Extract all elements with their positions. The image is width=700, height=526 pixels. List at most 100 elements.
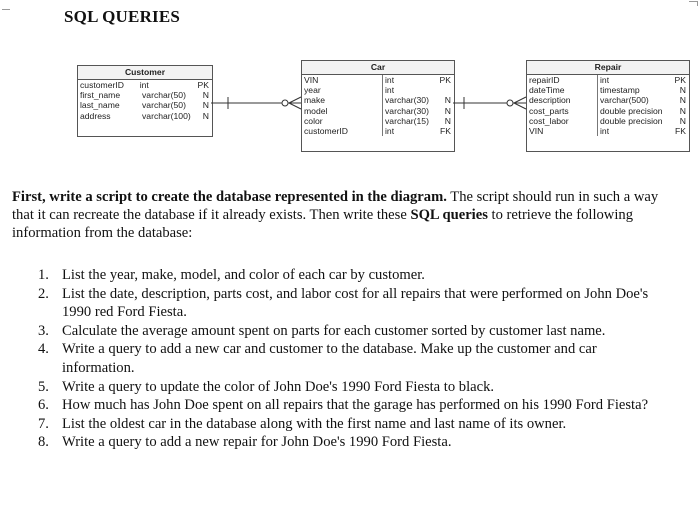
repair-column-name-row: cost_parts (529, 106, 597, 116)
column-type: int (139, 80, 149, 90)
customer-column-row: customerID int PK (78, 80, 212, 90)
column-type: double precision (600, 115, 663, 126)
column-type: varchar(50) (142, 90, 186, 101)
column-key: N (679, 115, 686, 126)
repair-column-type-row: varchar(500) N (600, 95, 689, 105)
instructions-tail: to retrieve the following information fr… (12, 207, 633, 241)
instructions-sql-queries: SQL queries (410, 207, 488, 223)
column-name: repairID (529, 75, 560, 85)
corner-mark-left (2, 1, 10, 10)
column-type: varchar(30) (385, 95, 429, 106)
car-column-type-row: varchar(15)N (385, 116, 454, 126)
car-columns: VIN year make model color customerID int… (302, 75, 454, 137)
car-column-name-row: customerID (304, 126, 382, 136)
car-column-name-row: VIN (304, 75, 382, 85)
question-number: 2. (38, 285, 49, 302)
question-text: Write a query to add a new car and custo… (62, 341, 597, 376)
customer-column-row: address varchar(100) N (78, 111, 212, 121)
question-list: 1. List the year, make, model, and color … (12, 266, 672, 452)
repair-column-type-row: int FK (600, 126, 689, 136)
column-key: N (444, 105, 451, 116)
repair-column-name-row: description (529, 95, 597, 105)
column-name: address (80, 110, 111, 121)
question-item: 2.List the date, description, parts cost… (12, 285, 672, 322)
repair-column-type-row: double precision N (600, 116, 689, 126)
repair-many-marker-upper (513, 96, 527, 104)
question-text: Write a query to update the color of Joh… (62, 378, 495, 395)
question-item: 1. List the year, make, model, and color … (12, 266, 672, 285)
customer-entity-title: Customer (78, 66, 212, 80)
column-key: N (202, 100, 209, 111)
repair-entity-title: Repair (527, 61, 689, 75)
question-item: 3.Calculate the average amount spent on … (12, 322, 672, 341)
repair-column-type-row: timestamp N (600, 85, 689, 95)
column-type: int (385, 85, 395, 96)
car-column-name-row: make (304, 95, 382, 105)
question-number: 6. (38, 397, 49, 414)
question-number: 8. (38, 434, 49, 451)
question-number: 4. (38, 341, 49, 358)
repair-many-marker-lower (513, 102, 527, 110)
column-type: varchar(30) (385, 105, 429, 116)
column-key: N (444, 95, 451, 106)
column-name: VIN (304, 75, 319, 85)
column-key: PK (197, 80, 209, 90)
column-name: VIN (529, 125, 544, 136)
corner-mark-right (689, 1, 698, 6)
column-name: make (304, 95, 326, 106)
column-key: N (202, 110, 209, 121)
column-type: varchar(15) (385, 115, 429, 126)
column-key: FK (675, 125, 686, 136)
page-title: SQL QUERIES (64, 7, 181, 26)
column-key: N (679, 95, 686, 106)
question-item: 7.List the oldest car in the database al… (12, 415, 672, 434)
column-name: customerID (304, 125, 348, 136)
column-key: N (679, 105, 686, 116)
customer-entity: Customer customerID int PK first_name va… (77, 65, 213, 137)
car-column-type-row: int (385, 85, 454, 95)
car-column-name-row: color (304, 116, 382, 126)
repair-column-name-row: dateTime (529, 85, 597, 95)
column-type: int (600, 125, 610, 136)
car-column-type-row: varchar(30) N (385, 95, 454, 105)
question-text: Write a query to add a new repair for Jo… (62, 434, 452, 451)
repair-column-names: repairID dateTime description cost_parts… (527, 75, 598, 137)
column-type: timestamp (600, 85, 640, 96)
car-many-marker-upper (288, 96, 302, 104)
repair-column-name-row: repairID (529, 75, 597, 85)
instructions-paragraph: First, write a script to create the data… (12, 188, 662, 242)
question-text: List the year, make, model, and color of… (62, 267, 425, 283)
column-type: varchar(500) (600, 95, 649, 106)
column-name: dateTime (529, 85, 565, 96)
car-column-type-row: varchar(30) N (385, 106, 454, 116)
car-column-names: VIN year make model color customerID (302, 75, 383, 137)
column-name: cost_parts (529, 105, 569, 116)
car-optional-marker (281, 99, 289, 107)
column-type: int (385, 125, 395, 136)
car-column-name-row: model (304, 106, 382, 116)
column-name: first_name (80, 90, 121, 101)
car-many-marker-lower (288, 102, 302, 110)
customer-column-row: first_name varchar(50) N (78, 90, 212, 100)
question-number: 1. (38, 267, 49, 283)
repair-entity: Repair repairID dateTime description cos… (526, 60, 690, 152)
car-entity: Car VIN year make model color customerID… (301, 60, 455, 152)
instructions-lead: First, write a script to create the data… (12, 189, 447, 205)
column-key: PK (674, 75, 686, 85)
column-name: year (304, 85, 321, 96)
column-key: PK (439, 75, 451, 85)
column-key: N (679, 85, 686, 96)
car-column-name-row: year (304, 85, 382, 95)
column-name: model (304, 105, 328, 116)
question-text: Calculate the average amount spent on pa… (62, 322, 606, 339)
column-type: varchar(100) (142, 110, 191, 121)
column-key: N (202, 90, 209, 101)
question-item: 6.How much has John Doe spent on all rep… (12, 396, 672, 415)
repair-columns: repairID dateTime description cost_parts… (527, 75, 689, 137)
